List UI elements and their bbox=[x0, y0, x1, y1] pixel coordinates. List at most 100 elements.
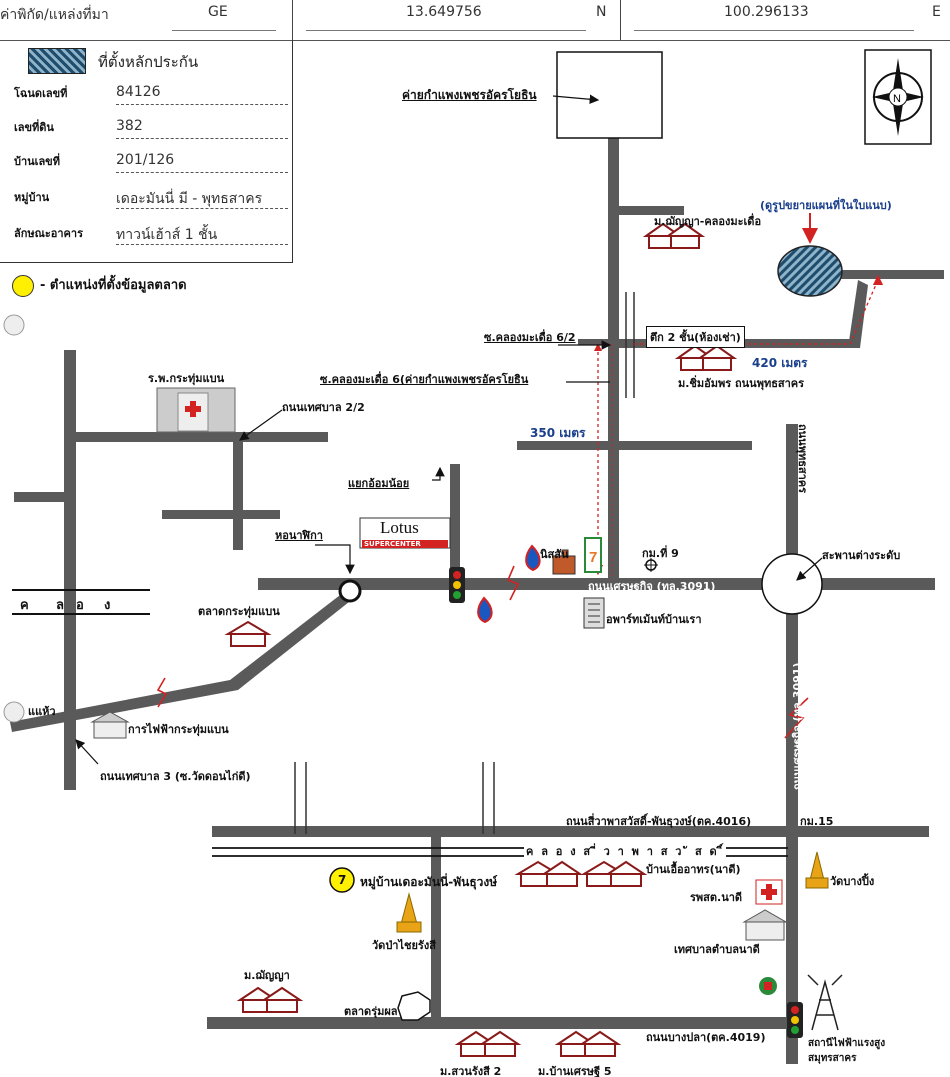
gas-station-icon bbox=[477, 544, 541, 624]
label-dist-420: 420 เมตร bbox=[752, 356, 808, 370]
label-km15: กม.15 bbox=[800, 815, 834, 828]
road-thesaban-2-2 bbox=[76, 432, 328, 442]
label-market-ruam: ตลาดรุ่มผล bbox=[344, 1005, 398, 1018]
apartment-icon bbox=[583, 597, 605, 629]
info-row: โฉนดเลขที่ 84126 bbox=[14, 80, 288, 108]
label-phutthasakhon-road: ถนนพุทธสาคร bbox=[796, 424, 809, 494]
road-bangpla bbox=[207, 1017, 803, 1029]
info-row: ลักษณะอาคาร ทาวน์เฮ้าส์ 1 ชั้น bbox=[14, 220, 288, 248]
house-icon-2 bbox=[674, 344, 738, 371]
label-m-ban-setthi: ม.บ้านเศรษฐี 5 bbox=[538, 1065, 612, 1077]
building-icon bbox=[552, 549, 576, 575]
label-km9: กม.ที่ 9 bbox=[642, 547, 679, 560]
road-yaek-om-noi bbox=[450, 464, 460, 582]
road-diagonal-krathum bbox=[10, 592, 354, 732]
road-soi-6-2-left bbox=[578, 339, 608, 345]
label-naen-haeo: แแห้ว bbox=[28, 705, 56, 718]
label-market-krathum: ตลาดกระทุ่มแบน bbox=[198, 605, 280, 618]
label-m-chanya-khlong: ม.ฌัญญา-คลองมะเดื่อ bbox=[654, 215, 762, 228]
label-supercenter: SUPERCENTER bbox=[364, 540, 421, 548]
lotus-logo bbox=[359, 517, 451, 549]
compass-icon: N bbox=[864, 49, 932, 145]
market-data-marker bbox=[329, 867, 355, 893]
canal-letter: ง bbox=[104, 598, 111, 613]
pea-logo-icon bbox=[759, 977, 777, 995]
road-thesaban-2-2-vertical bbox=[233, 442, 243, 550]
label-setthakit-vertical: ถนนเศรษฐกิจ (ทล.3091) bbox=[791, 662, 804, 790]
canal-letter: อ bbox=[76, 598, 84, 613]
house-icon-village bbox=[514, 860, 648, 887]
latitude-direction: N bbox=[596, 4, 607, 20]
temple-icon bbox=[805, 851, 829, 889]
market-sign-icon bbox=[397, 991, 431, 1021]
coordinate-source: GE bbox=[208, 4, 228, 20]
camp-box bbox=[556, 51, 663, 139]
info-row: หมู่บ้าน เดอะมันนี่ มี - พุทธสาคร bbox=[14, 184, 288, 212]
svg-text:N: N bbox=[893, 93, 901, 105]
info-value: 84126 bbox=[116, 84, 161, 100]
label-marker-7: 7 bbox=[338, 873, 347, 887]
road-lower-vertical bbox=[431, 837, 441, 1017]
label-m-chimsamphon: ม.ชิ่มอัมพร ถนนพุทธสาคร bbox=[678, 377, 805, 390]
bridge-interchange bbox=[761, 553, 823, 615]
label-thesaban-2-2: ถนนเทศบาล 2/2 bbox=[282, 401, 365, 414]
house-icon-market bbox=[224, 620, 272, 647]
label-lotus: Lotus bbox=[380, 518, 419, 537]
market-data-legend-label: - ตำแหน่งที่ตั้งข้อมูลตลาด bbox=[40, 278, 187, 293]
temple-icon-2 bbox=[396, 892, 422, 933]
label-dist-350: 350 เมตร bbox=[530, 426, 586, 440]
label-expand-map: (ดูรูปขยายแผนที่ในใบแนบ) bbox=[760, 199, 892, 212]
info-label: โฉนดเลขที่ bbox=[14, 87, 68, 100]
label-pea: การไฟฟ้ากระทุ่มแบน bbox=[128, 723, 229, 736]
house-icon-setthi bbox=[554, 1030, 622, 1057]
road-collateral-bend bbox=[848, 280, 868, 348]
label-bangpla-road: ถนนบางปลา(ตค.4019) bbox=[646, 1031, 766, 1044]
house-icon-chanya bbox=[236, 986, 304, 1013]
label-setthakit-road: ถนนเศรษฐกิจ (ทล.3091) bbox=[588, 580, 716, 593]
info-row: บ้านเลขที่ 201/126 bbox=[14, 148, 288, 176]
seven-eleven-icon: 7 bbox=[584, 537, 602, 573]
road-350m-level bbox=[517, 441, 752, 450]
collateral-legend-swatch bbox=[28, 48, 86, 74]
info-value: เดอะมันนี่ มี - พุทธสาคร bbox=[116, 191, 263, 207]
label-camp: ค่ายกำแพงเพชรอัครโยธิน bbox=[402, 88, 537, 102]
label-canal-2: ค ล อ ง ส ี่ ว า พ า ส ว ั ส ด ิ์ bbox=[524, 842, 727, 860]
label-sivaphat-road: ถนนสี่วาพาสวัสดิ์-พันธุวงษ์(ตค.4016) bbox=[566, 815, 752, 828]
house-icon bbox=[642, 222, 706, 249]
collateral-legend-label: ที่ตั้งหลักประกัน bbox=[98, 53, 199, 71]
label-power-station: สถานีไฟฟ้าแรงสูง สมุทรสาคร bbox=[808, 1038, 886, 1064]
info-label: บ้านเลขที่ bbox=[14, 155, 60, 168]
label-ban-uea: บ้านเอื้ออาทร(นาดี) bbox=[646, 863, 741, 876]
label-nissan: นิสสัน bbox=[540, 548, 569, 561]
label-bridge: สะพานต่างระดับ bbox=[822, 549, 901, 562]
canal-letter: ล bbox=[56, 598, 64, 613]
road-sivaphat bbox=[212, 826, 929, 837]
km-marker-icon bbox=[644, 558, 658, 572]
canal-letter: ค bbox=[20, 598, 29, 613]
info-label: ลักษณะอาคาร bbox=[14, 227, 83, 240]
pea-building-icon bbox=[90, 711, 130, 739]
longitude-direction: E bbox=[932, 4, 941, 20]
traffic-light-icon bbox=[449, 567, 465, 603]
road-soi-khlong-madua bbox=[608, 137, 619, 587]
label-tessaban-nadi: เทศบาลตำบลนาดี bbox=[674, 943, 760, 956]
label-m-suan-rang: ม.สวนรังสี 2 bbox=[440, 1065, 502, 1077]
label-thesaban-3: ถนนเทศบาล 3 (ซ.วัดดอนไก่ดี) bbox=[100, 770, 251, 783]
info-value: 382 bbox=[116, 118, 143, 134]
traffic-light-lower-icon bbox=[787, 1002, 803, 1038]
label-soi-6: ซ.คลองมะเดื่อ 6(ค่ายกำแพงเพชรอัครโยธิน bbox=[320, 373, 529, 386]
label-yaek-om-noi: แยกอ้อมน้อย bbox=[348, 477, 410, 490]
longitude-value: 100.296133 bbox=[724, 4, 809, 20]
road-branch-chanya bbox=[619, 206, 684, 215]
label-rpsp-nadi: รพสต.นาดี bbox=[690, 891, 743, 904]
latitude-value: 13.649756 bbox=[406, 4, 482, 20]
svg-text:7: 7 bbox=[589, 549, 597, 566]
market-data-legend: - ตำแหน่งที่ตั้งข้อมูลตลาด bbox=[12, 274, 187, 297]
info-label: เลขที่ดิน bbox=[14, 121, 54, 134]
label-wat-pa: วัดป่าไชยรังสี bbox=[372, 939, 436, 952]
yellow-dot-icon bbox=[12, 274, 34, 297]
info-label: หมู่บ้าน bbox=[14, 191, 50, 204]
municipal-building-icon bbox=[742, 909, 788, 941]
coordinate-label: ค่าพิกัด/แหล่งที่มา bbox=[0, 7, 109, 23]
